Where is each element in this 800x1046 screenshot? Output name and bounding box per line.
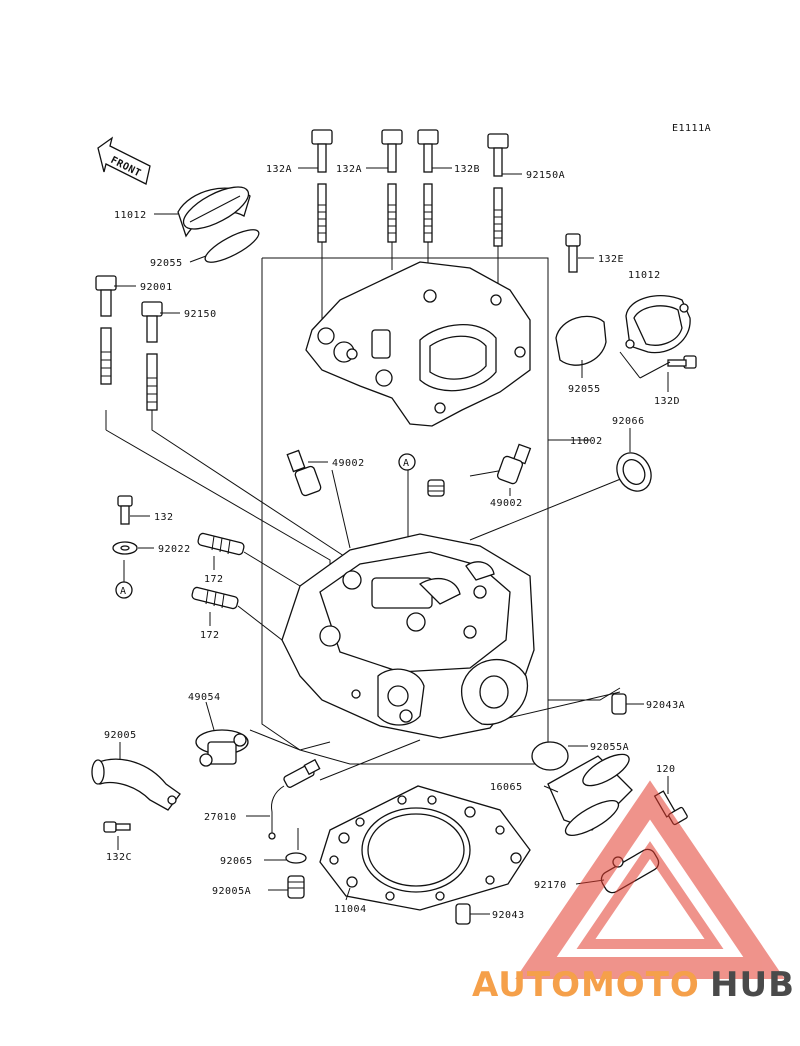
thermostat-49054 [195,729,249,767]
label-92055A: 92055A [590,742,629,753]
oring-92055A [531,741,569,771]
part-labels: 132A 132A 132B 92150A 11012 92055 92001 … [104,164,685,921]
label-11002: 11002 [570,436,603,447]
label-92066: 92066 [612,416,645,427]
label-11012-top: 11012 [114,210,147,221]
watermark-triangle-icon [515,780,785,979]
spring-seat [427,479,445,497]
label-92055-right: 92055 [568,384,601,395]
label-16065: 16065 [490,782,523,793]
label-132B: 132B [454,164,480,175]
stud-172-upper [197,532,245,556]
watermark-brand-right: HUB [710,965,795,1005]
bolt-132D [667,355,697,369]
bolt-132-small [117,495,133,525]
oring-92055-right [555,315,607,366]
dowel-92043 [455,903,471,925]
label-92043: 92043 [492,910,525,921]
oring-92055-top [204,229,260,263]
label-11004: 11004 [334,904,367,915]
label-92005: 92005 [104,730,137,741]
label-132A-2: 132A [336,164,362,175]
valve-guide-49002-right [496,443,532,485]
label-49002-left: 49002 [332,458,365,469]
label-92150A: 92150A [526,170,565,181]
watermark-brand-left: AUTOMOTO [472,965,700,1005]
callout-a-top: A [398,453,416,471]
svg-text:A: A [403,458,410,469]
cylinder-head-cover [305,261,531,427]
label-172-1: 172 [204,574,224,585]
label-92055-top: 92055 [150,258,183,269]
label-92001: 92001 [140,282,173,293]
bolt-92150A [487,133,509,247]
bolt-92150 [141,301,163,411]
dowel-92043A [611,693,627,715]
valve-guide-49002-left [286,449,322,497]
label-92065: 92065 [220,856,253,867]
bolt-132B [417,129,439,243]
bolt-132A-right [381,129,403,243]
intake-pipe-16065 [547,753,633,836]
head-gasket-11004 [319,785,531,911]
label-92022: 92022 [158,544,191,555]
water-pipe-92005 [91,758,181,811]
label-172-2: 172 [200,630,220,641]
svg-text:A: A [120,586,127,597]
front-arrow-icon: FRONT [97,136,151,185]
label-11012-right: 11012 [628,270,661,281]
label-92043A: 92043A [646,700,685,711]
label-92170: 92170 [534,880,567,891]
label-132C: 132C [106,852,132,863]
bolt-132E [565,233,581,273]
washer-92065 [285,852,307,864]
leader-lines [114,167,669,915]
washer-92022 [112,541,138,555]
cap-11012-right [625,295,691,354]
label-49002-right: 49002 [490,498,523,509]
sensor-27010 [268,758,321,840]
fitting-92005A [287,875,305,899]
watermark-brand: AUTOMOTO HUB [472,965,795,1005]
bolt-132A-left [311,129,333,243]
bolt-132C [103,821,131,833]
cylinder-head [281,533,535,739]
stud-172-lower [191,586,239,610]
label-132D: 132D [654,396,680,407]
label-120: 120 [656,764,676,775]
cap-11012-top [177,186,251,238]
label-92005A: 92005A [212,886,251,897]
label-49054: 49054 [188,692,221,703]
watermark-logo [515,780,785,979]
label-27010: 27010 [204,812,237,823]
label-132A-1: 132A [266,164,292,175]
seal-92066 [616,452,652,492]
label-132: 132 [154,512,174,523]
label-92150: 92150 [184,309,217,320]
callout-a-left: A [115,581,133,599]
reference-code: E1111A [672,123,711,134]
label-132E: 132E [598,254,624,265]
bolt-92001 [95,275,117,385]
